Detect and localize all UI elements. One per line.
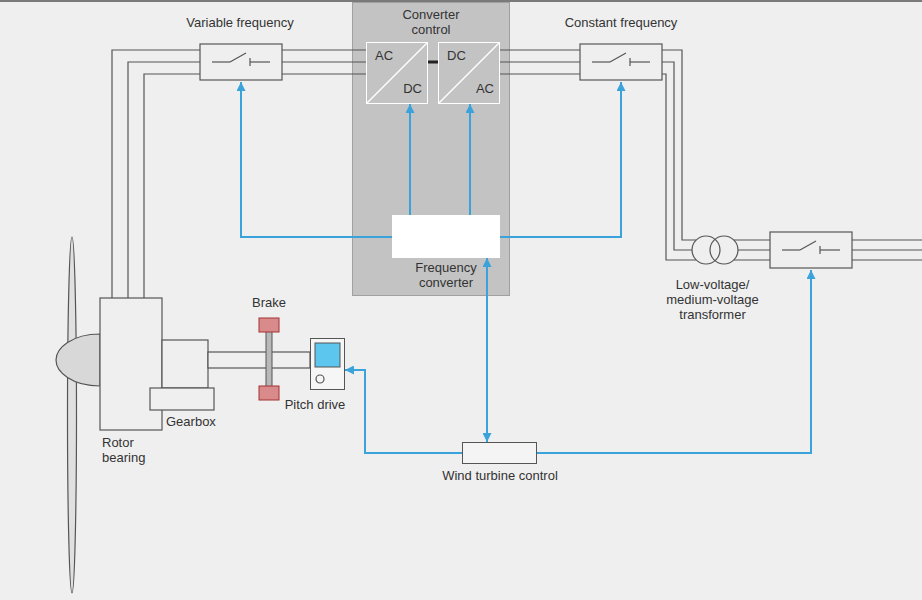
- converter-housing: Converter controlAC DC DC AC Frequency conve…: [352, 2, 510, 296]
- display-screen: [315, 343, 340, 367]
- node-text: AC: [464, 82, 494, 97]
- label-holder: Variable frequency: [175, 16, 305, 31]
- gearbox-housing: [162, 340, 208, 388]
- converter-controller: Frequency converter: [392, 215, 500, 258]
- switch-symbol: [200, 44, 282, 80]
- label-holder: Low-voltage/ medium-voltage transformer: [655, 278, 770, 323]
- brake-pad: [259, 318, 279, 332]
- diagonal-line: [367, 43, 427, 103]
- rotor-blade: [68, 237, 77, 593]
- control-knob: [316, 375, 324, 383]
- text-holder: Pitch drive: [270, 398, 360, 413]
- top-rule: [0, 0, 922, 2]
- brake-pad: [259, 386, 279, 400]
- node-text: AC: [375, 49, 405, 64]
- part-label: Rotor bearing: [102, 436, 162, 466]
- control-box: Wind turbine control: [462, 442, 537, 464]
- three-phase-wires: [112, 50, 922, 298]
- pitch-drive: Pitch drive: [310, 338, 345, 390]
- diagonal-line: [439, 43, 499, 103]
- text-holder: DC: [447, 49, 477, 64]
- switch-symbol: [580, 44, 662, 80]
- gearbox: [150, 388, 214, 410]
- node-text: Pitch drive: [270, 398, 360, 413]
- text-holder: AC: [375, 49, 405, 64]
- pitch-drive-symbol: [310, 338, 345, 390]
- node-text: Wind turbine control: [420, 469, 580, 484]
- text-holder: Frequency converter: [392, 261, 500, 291]
- node-text: DC: [447, 49, 477, 64]
- inverter-box: DC AC: [438, 42, 500, 104]
- rotor-hub: [56, 334, 100, 386]
- part-label: Brake: [244, 296, 294, 311]
- signal-arrow: [345, 370, 462, 453]
- text-holder: DC: [392, 82, 422, 97]
- label-holder: Gearbox: [166, 415, 226, 430]
- node-text: DC: [392, 82, 422, 97]
- part-label: Gearbox: [166, 415, 226, 430]
- text-holder: Wind turbine control: [420, 469, 580, 484]
- label-holder: Constant frequency: [556, 16, 686, 31]
- switch-symbol: [770, 232, 852, 268]
- node-text: Converter control: [386, 8, 476, 38]
- node-text: Frequency converter: [392, 261, 500, 291]
- transformer-coil: [710, 236, 738, 264]
- label-holder: Brake: [244, 296, 294, 311]
- part-label: Variable frequency: [175, 16, 305, 31]
- shaft: [208, 352, 310, 368]
- control-signal: [241, 82, 811, 453]
- part-label: Low-voltage/ medium-voltage transformer: [655, 278, 770, 323]
- label-holder: Rotor bearing: [102, 436, 162, 466]
- part-label: Constant frequency: [556, 16, 686, 31]
- text-holder: AC: [464, 82, 494, 97]
- text-holder: Converter control: [386, 8, 476, 38]
- brake-disc: [266, 330, 272, 390]
- rectifier-box: AC DC: [366, 42, 428, 104]
- transformer-coil: [692, 236, 720, 264]
